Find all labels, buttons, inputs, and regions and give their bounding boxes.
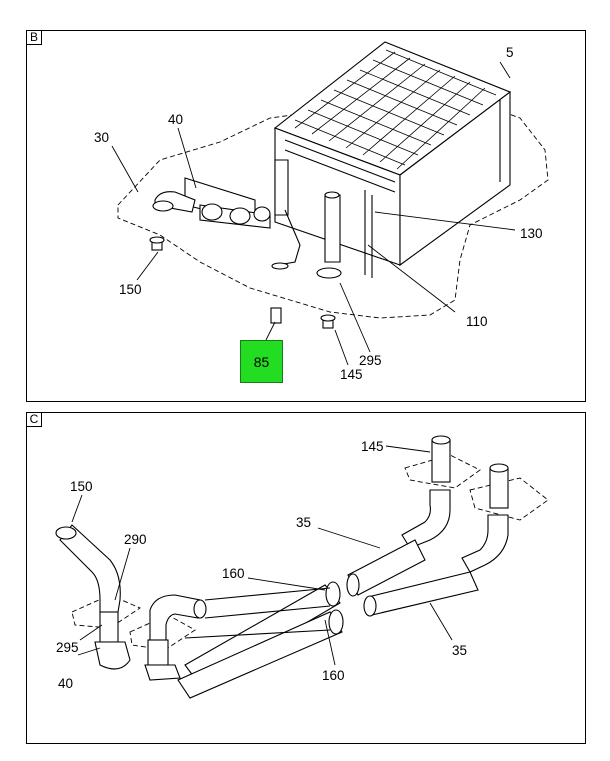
callout-160-c-bottom: 160 bbox=[322, 668, 345, 683]
callouts-b: 5 30 40 150 130 110 295 145 bbox=[94, 45, 543, 382]
callout-145: 145 bbox=[340, 367, 363, 382]
callout-130: 130 bbox=[520, 226, 543, 241]
callout-30: 30 bbox=[94, 130, 109, 145]
callout-leaders-c bbox=[71, 445, 453, 666]
callout-295: 295 bbox=[359, 353, 382, 368]
grille-housing bbox=[273, 41, 512, 278]
callout-40: 40 bbox=[168, 112, 183, 127]
callout-295-c: 295 bbox=[56, 640, 79, 655]
panel-tag-c: C bbox=[26, 412, 42, 427]
callout-110: 110 bbox=[466, 314, 488, 329]
callout-290-c: 290 bbox=[124, 532, 147, 547]
callout-150-c: 150 bbox=[70, 479, 93, 494]
pipe-assembly-b bbox=[152, 159, 342, 279]
highlighted-part-85[interactable]: 85 bbox=[240, 340, 283, 383]
callout-leaders-b bbox=[111, 61, 516, 366]
callout-145-c: 145 bbox=[361, 439, 384, 454]
callout-160-c-top: 160 bbox=[222, 566, 245, 581]
callout-150: 150 bbox=[119, 282, 142, 297]
callout-40-c: 40 bbox=[58, 676, 73, 691]
callouts-c: 145 150 290 35 160 295 40 160 35 bbox=[56, 439, 467, 691]
callout-35-c: 35 bbox=[296, 515, 311, 530]
detail-panel-c: C bbox=[26, 412, 586, 744]
mount-feet-b bbox=[149, 236, 336, 329]
panel-tag-b: B bbox=[26, 30, 42, 45]
callout-35-c-bottom: 35 bbox=[452, 643, 467, 658]
hose-parts-c bbox=[55, 435, 509, 699]
callout-5: 5 bbox=[506, 45, 514, 60]
